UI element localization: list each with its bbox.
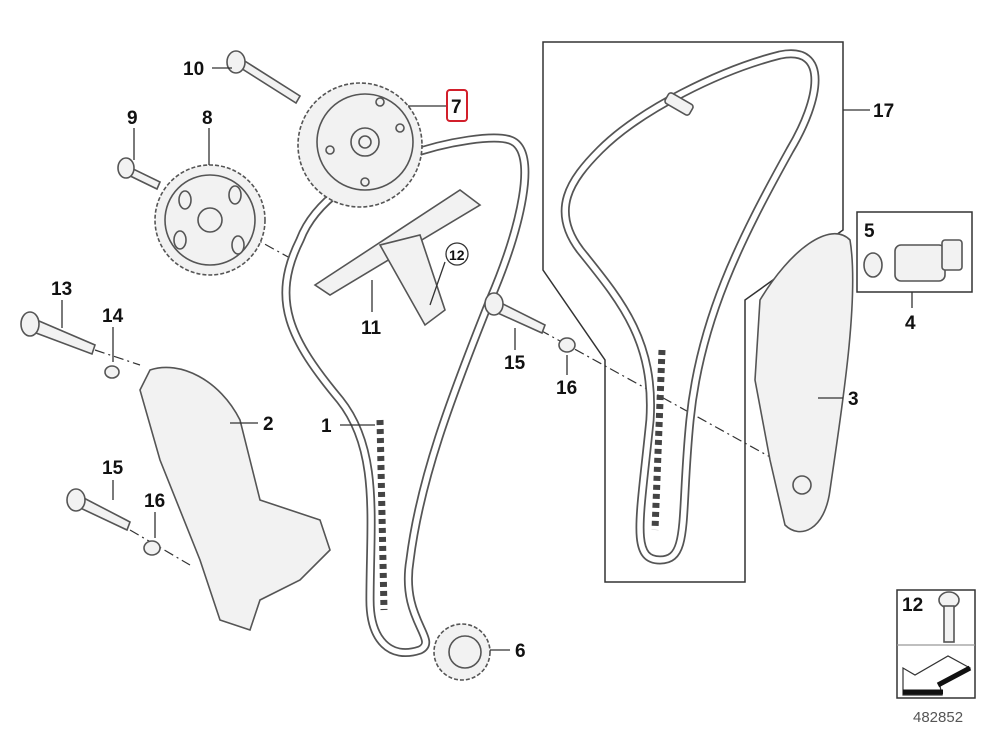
label-16-left: 16	[144, 491, 165, 512]
label-16-right: 16	[556, 378, 577, 399]
axis-line	[94, 349, 141, 366]
seal-ring-5[interactable]	[863, 252, 883, 278]
label-1: 1	[321, 416, 332, 437]
diagram-number: 482852	[913, 709, 963, 726]
tensioner-rail-2[interactable]	[139, 366, 331, 632]
label-15-left: 15	[102, 458, 124, 479]
axis-line	[539, 329, 831, 491]
label-17: 17	[873, 101, 894, 122]
camshaft-sprocket-7[interactable]	[297, 82, 423, 208]
sprocket-8[interactable]	[154, 164, 266, 276]
washer-14[interactable]	[104, 365, 120, 379]
label-10: 10	[183, 59, 204, 80]
label-8: 8	[202, 108, 213, 129]
bolt-10[interactable]	[226, 50, 302, 105]
bolt-9[interactable]	[117, 157, 162, 191]
label-6: 6	[515, 641, 526, 662]
pin-15-right[interactable]	[484, 292, 547, 335]
upper-guide-rail-11[interactable]	[313, 189, 482, 327]
tensioner-box	[856, 211, 973, 293]
label-7[interactable]: 7	[451, 97, 462, 118]
bolt-12-inset: 12	[896, 589, 976, 699]
label-11: 11	[361, 318, 382, 339]
inset-label-12: 12	[902, 595, 923, 616]
chain-tensioner-4[interactable]	[894, 239, 963, 282]
label-15-right: 15	[504, 353, 526, 374]
washer-16-left[interactable]	[143, 540, 161, 556]
secondary-chain[interactable]	[560, 49, 820, 565]
chain-kit-box	[542, 41, 844, 583]
pin-15-left[interactable]	[66, 488, 131, 532]
guide-rail-3-pivot	[792, 475, 812, 495]
label-12: 12	[449, 247, 465, 263]
label-2: 2	[263, 414, 274, 435]
label-12-circle	[445, 242, 469, 266]
washer-16-right[interactable]	[558, 337, 576, 353]
label-9: 9	[127, 108, 138, 129]
label-13: 13	[51, 279, 72, 300]
label-5: 5	[864, 221, 875, 242]
label-14: 14	[102, 306, 124, 327]
label-4: 4	[905, 313, 916, 334]
pin-13[interactable]	[20, 311, 96, 356]
guide-rail-3[interactable]	[754, 233, 854, 533]
timing-chain[interactable]	[281, 133, 530, 657]
label-3: 3	[848, 389, 859, 410]
crankshaft-sprocket-6[interactable]	[433, 623, 491, 681]
highlight-box-7	[446, 89, 468, 122]
